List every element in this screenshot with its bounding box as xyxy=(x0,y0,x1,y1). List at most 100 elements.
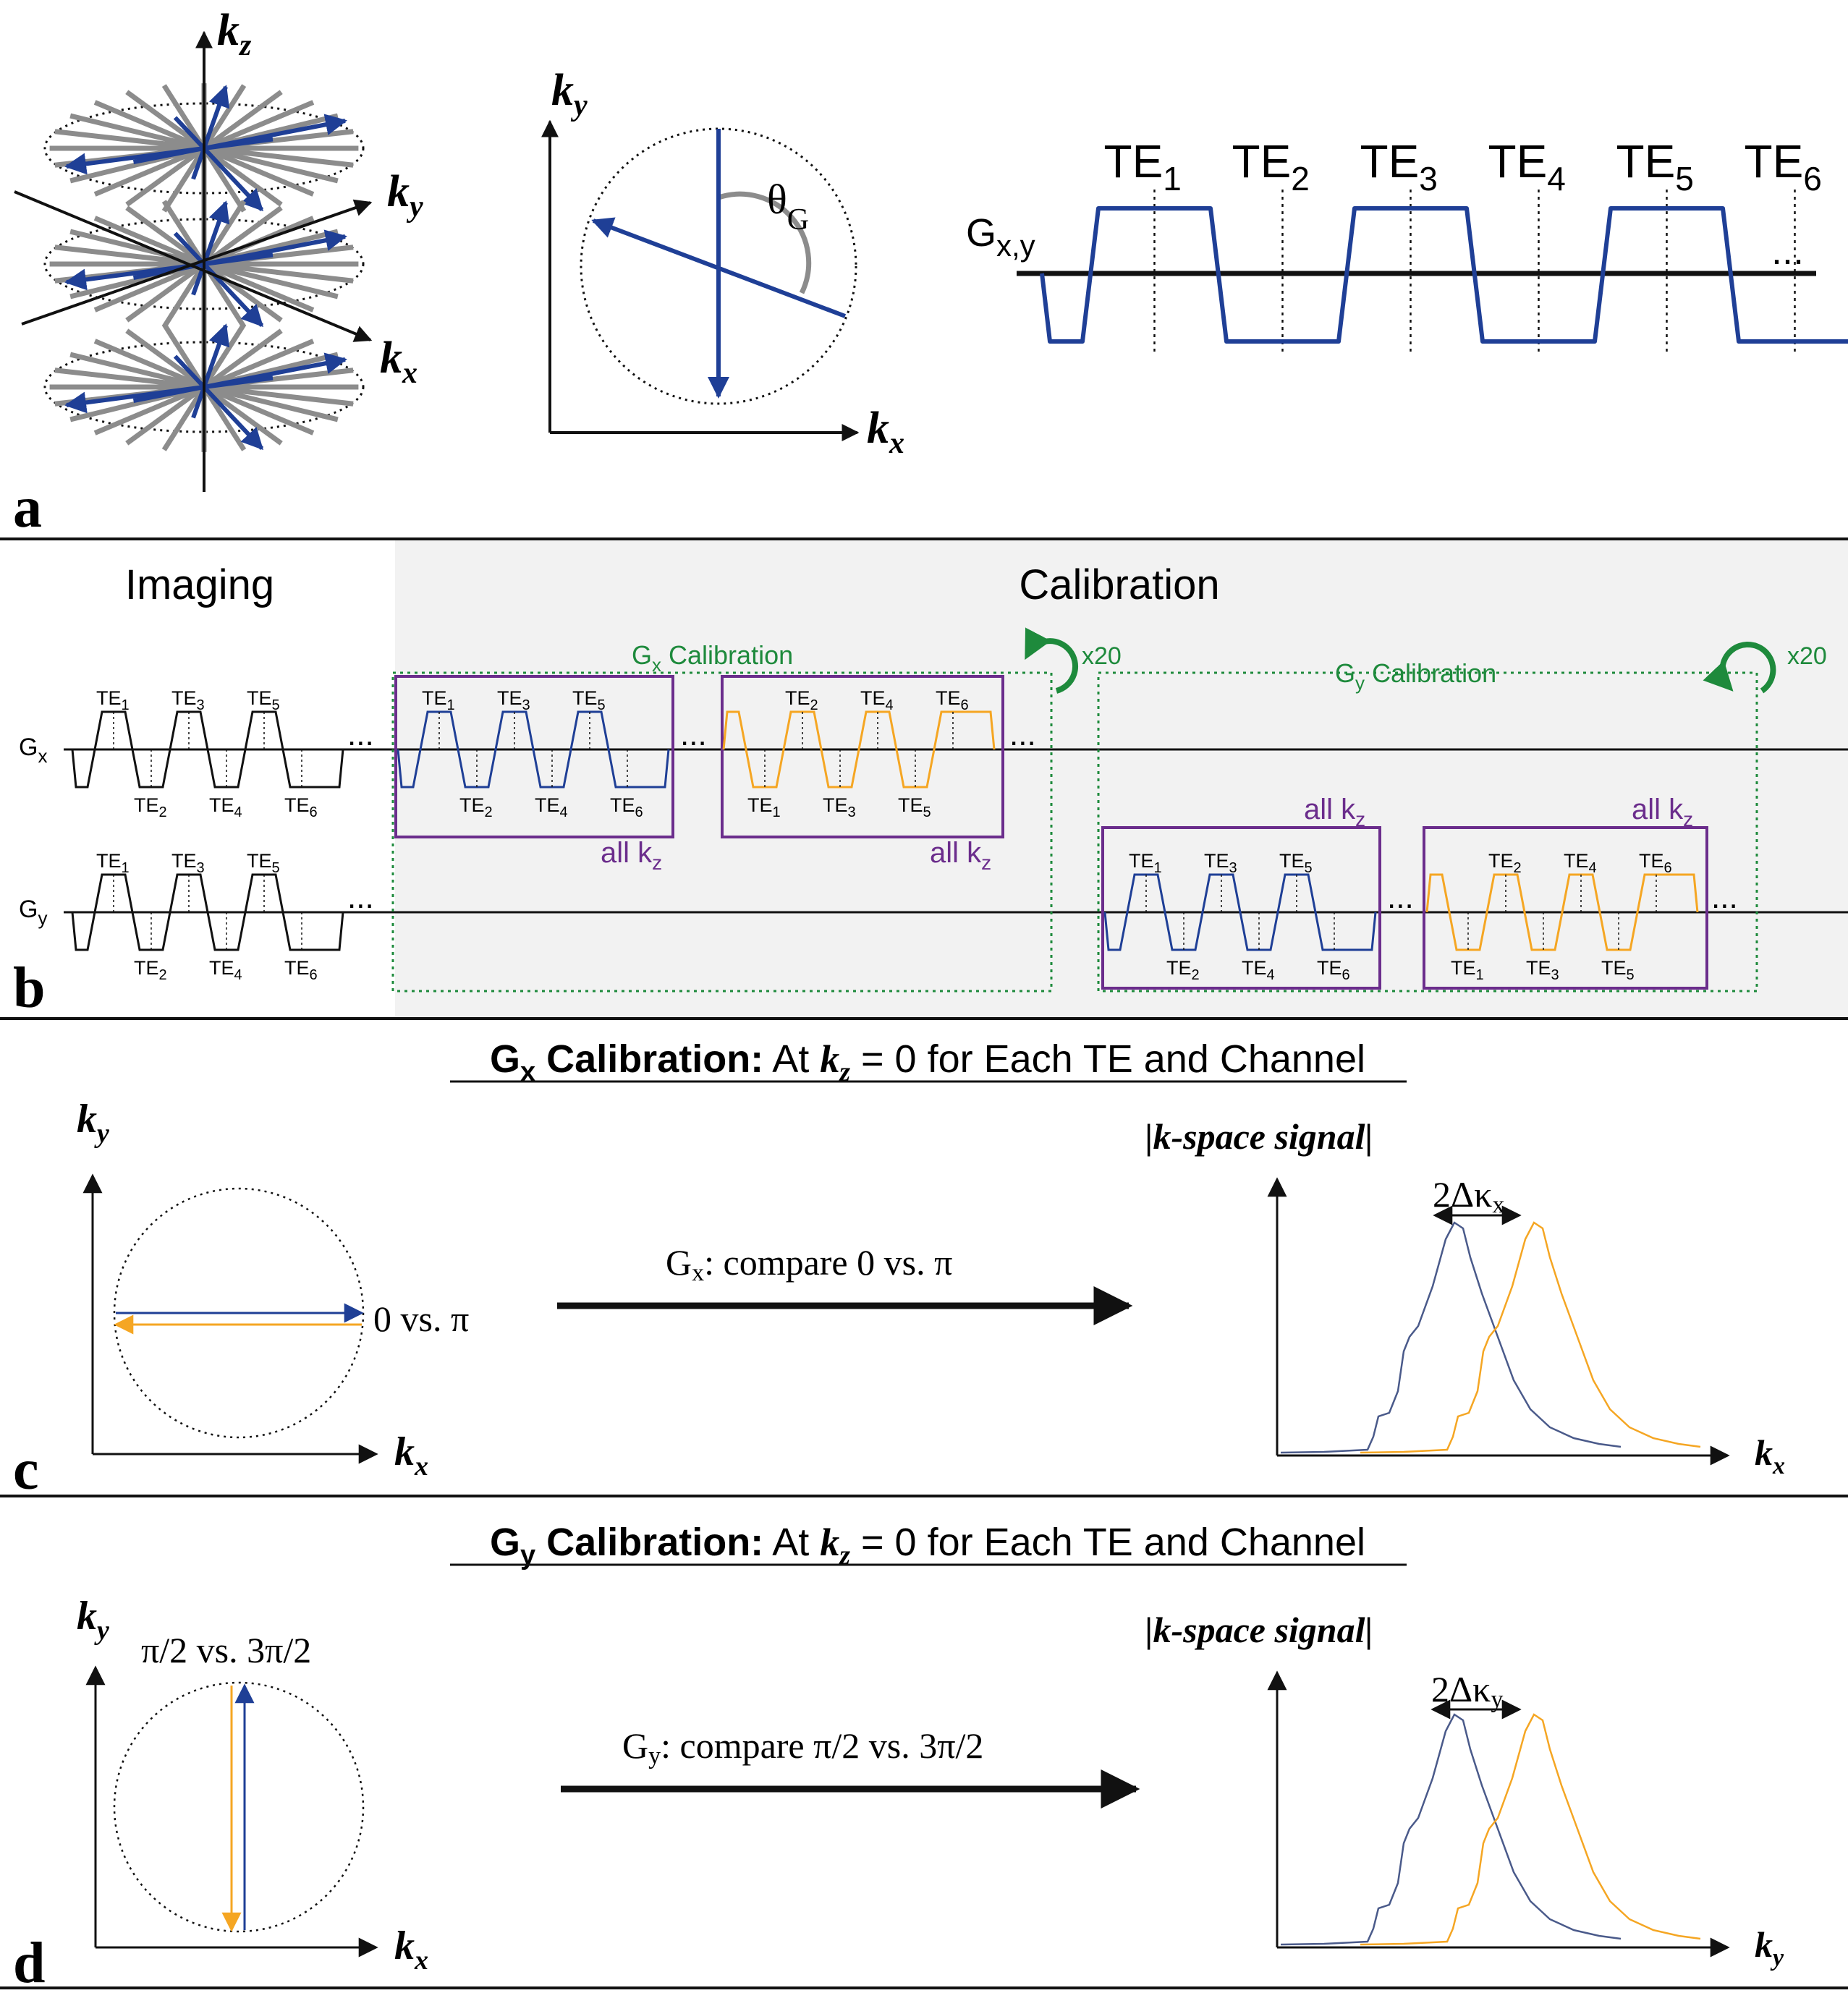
te-small-label: TE5 xyxy=(247,687,280,713)
gradient-train xyxy=(1103,873,1377,951)
te-small-label: TE3 xyxy=(1204,850,1237,876)
te-small-label: TE4 xyxy=(1242,957,1275,983)
gradient-train xyxy=(71,873,344,951)
blue-spoke xyxy=(191,200,230,296)
d-kspace-circle xyxy=(113,1681,365,1933)
te-label: TE1 xyxy=(1104,135,1182,197)
ellipsis-2: ... xyxy=(347,880,374,915)
te-small-label: TE6 xyxy=(1639,850,1672,876)
c-blue-profile xyxy=(1280,1221,1622,1454)
stack-ellipse xyxy=(43,102,365,195)
repeat-arrow-gx xyxy=(1025,627,1078,694)
gy-row-label: Gy xyxy=(19,896,47,929)
te-small-label: TE2 xyxy=(1166,957,1200,983)
all-kz-label-3: all kz xyxy=(1304,794,1365,830)
ky-axis-stack xyxy=(21,199,373,326)
te-small-label: TE4 xyxy=(1564,850,1597,876)
c-plot-axis-label: kx xyxy=(1755,1432,1785,1479)
gx-calibration-box xyxy=(391,671,1053,993)
te-small-label: TE5 xyxy=(247,850,280,876)
te-small-label: TE6 xyxy=(284,794,318,820)
stack-ellipse xyxy=(43,341,365,433)
ellipsis-6: ... xyxy=(1711,880,1738,915)
d-blue-profile xyxy=(1280,1713,1622,1946)
panel-b-waveforms: TE1TE2TE3TE4TE5TE6TE1TE2TE3TE4TE5TE6TE1T… xyxy=(71,687,1699,983)
d-ky-label: ky xyxy=(77,1594,109,1646)
ellipsis-5: ... xyxy=(1387,880,1414,915)
all-kz-label-2: all kz xyxy=(930,837,991,874)
blue-spoke xyxy=(173,354,264,451)
d-orange-profile xyxy=(1360,1713,1701,1946)
d-compare-label: Gy: compare π/2 vs. 3π/2 xyxy=(622,1725,983,1769)
ky-axis-circle-label: ky xyxy=(551,66,588,122)
te-small-label: TE1 xyxy=(422,687,455,713)
te-small-label: TE2 xyxy=(785,687,818,713)
blue-spoke xyxy=(191,323,230,419)
te-label: TE6 xyxy=(1745,135,1822,197)
kx-axis-stack xyxy=(14,190,373,342)
panel-d-heading: Gy Calibration: At kz = 0 for Each TE an… xyxy=(490,1521,1365,1571)
te-small-label: TE4 xyxy=(209,794,242,820)
c-orange-profile xyxy=(1360,1221,1701,1454)
gy-calibration-box xyxy=(1097,671,1758,993)
stack-ellipse xyxy=(43,218,365,310)
kx-axis-stack-label: kx xyxy=(380,333,418,390)
d-pair-label: π/2 vs. 3π/2 xyxy=(141,1630,311,1670)
d-signal-title: |k-space signal| xyxy=(1145,1610,1373,1650)
te-small-label: TE3 xyxy=(171,687,205,713)
te-small-label: TE4 xyxy=(860,687,894,713)
gradient-train xyxy=(722,710,996,789)
all-kz-label-1: all kz xyxy=(601,837,662,874)
te-small-label: TE4 xyxy=(209,957,242,983)
angle-label: θG xyxy=(767,176,809,237)
te-small-label: TE5 xyxy=(1279,850,1313,876)
te-small-label: TE6 xyxy=(284,957,318,983)
te-small-label: TE2 xyxy=(1488,850,1522,876)
c-ky-label: ky xyxy=(77,1097,109,1149)
c-pair-label: 0 vs. π xyxy=(373,1299,469,1339)
te-small-label: TE5 xyxy=(1601,957,1635,983)
panel-c-heading: Gx Calibration: At kz = 0 for Each TE an… xyxy=(490,1037,1365,1087)
gx-even-box xyxy=(721,675,1004,838)
gy-even-box xyxy=(1423,826,1708,990)
rotated-spoke xyxy=(591,217,847,318)
gradient-train xyxy=(397,710,670,789)
te-small-label: TE1 xyxy=(1129,850,1162,876)
gx-odd-box xyxy=(394,675,674,838)
te-small-label: TE5 xyxy=(572,687,606,713)
waveform-ellipsis: ... xyxy=(1771,229,1804,273)
panel-b: Imaging Calibration Gx Gy Gx Calibration… xyxy=(13,540,1848,1020)
d-plot-axis-label: ky xyxy=(1755,1924,1784,1971)
repeat-count-gx: x20 xyxy=(1082,642,1122,670)
te-small-label: TE3 xyxy=(1526,957,1559,983)
gradient-train xyxy=(71,710,344,789)
kz-axis-label: kz xyxy=(217,6,252,62)
te-small-label: TE3 xyxy=(497,687,530,713)
gradient-waveform xyxy=(1040,206,1848,344)
te-small-label: TE1 xyxy=(1451,957,1484,983)
te-small-label: TE2 xyxy=(134,794,167,820)
te-label: TE4 xyxy=(1488,135,1566,197)
c-signal-title: |k-space signal| xyxy=(1145,1116,1373,1157)
blue-spoke xyxy=(173,231,264,328)
te-small-label: TE3 xyxy=(171,850,205,876)
repeat-count-gy: x20 xyxy=(1787,642,1827,670)
gx-row-label: Gx xyxy=(19,734,47,767)
ellipsis-4: ... xyxy=(1009,717,1036,752)
kx-axis-circle-label: kx xyxy=(867,404,904,460)
c-kx-label: kx xyxy=(394,1429,428,1482)
panel-b-letter: b xyxy=(13,956,46,1020)
te-small-label: TE6 xyxy=(1317,957,1350,983)
te-small-label: TE5 xyxy=(898,794,931,820)
all-kz-label-4: all kz xyxy=(1632,794,1693,830)
gy-odd-box xyxy=(1101,826,1381,990)
panel-c: Gx Calibration: At kz = 0 for Each TE an… xyxy=(13,1037,1785,1502)
blue-spoke xyxy=(132,352,347,403)
blue-spoke xyxy=(191,85,230,180)
gy-calibration-label: Gy Calibration xyxy=(1335,658,1496,694)
te-small-label: TE6 xyxy=(610,794,643,820)
te-small-label: TE1 xyxy=(747,794,781,820)
